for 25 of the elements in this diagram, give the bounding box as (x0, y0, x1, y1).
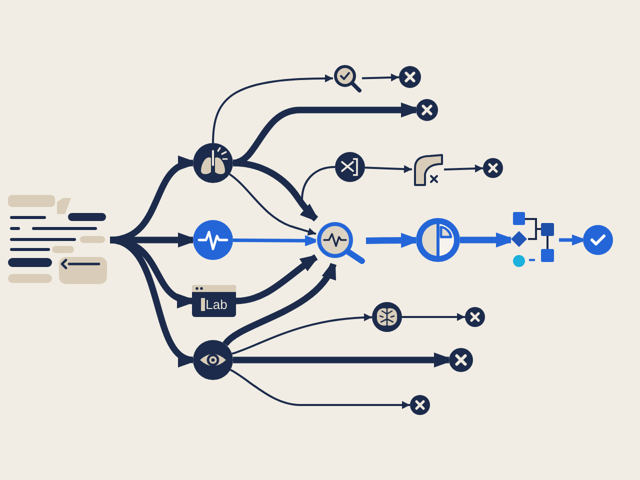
pie-chart-icon (416, 218, 460, 262)
arrow (444, 164, 484, 173)
eye-icon (193, 340, 233, 380)
lungs-icon (193, 143, 233, 183)
arrow (229, 173, 316, 236)
close-icon (416, 99, 438, 121)
close-icon (399, 66, 421, 88)
brain-icon (372, 302, 402, 332)
arrow (212, 74, 334, 144)
arrow (232, 314, 372, 355)
arrow (230, 368, 410, 409)
magnifier-check-icon (333, 64, 362, 93)
window-text: Lab (206, 298, 228, 311)
close-icon (410, 395, 430, 415)
close-icon (483, 158, 503, 178)
heartbeat-icon (193, 220, 233, 260)
lab-window (192, 285, 236, 317)
close-icon (465, 307, 485, 327)
joint-icon (412, 154, 444, 186)
arrow (362, 74, 400, 82)
arrow (364, 165, 412, 174)
arrow (402, 313, 465, 321)
arrow (301, 166, 336, 220)
exit-icon (335, 152, 365, 182)
close-icon (449, 348, 473, 372)
